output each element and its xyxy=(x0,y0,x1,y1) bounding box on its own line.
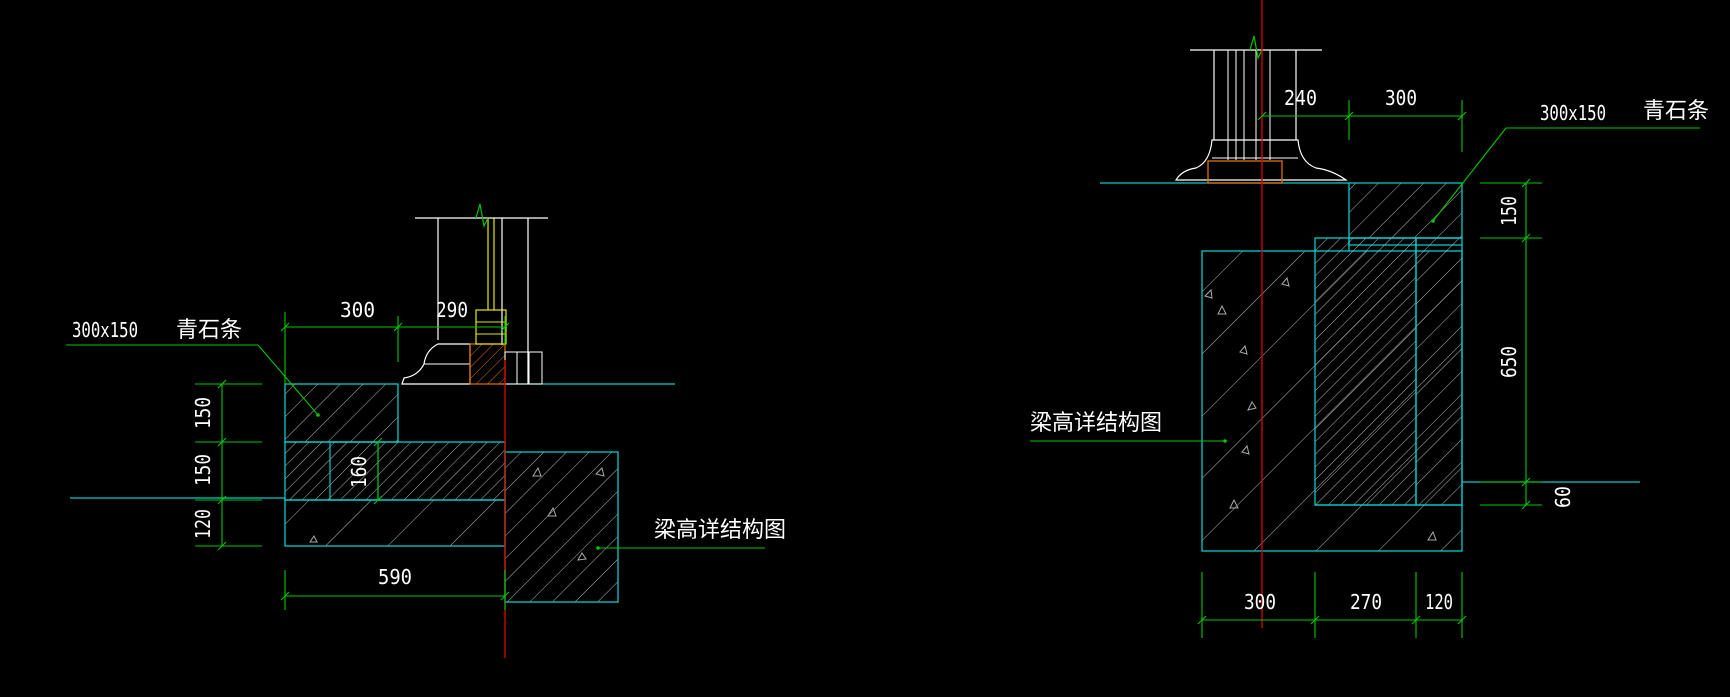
right-label-beam: 梁高详结构图 xyxy=(1030,411,1162,436)
left-dim-120: 120 xyxy=(191,509,215,539)
left-detail: 300 290 150 150 120 160 590 300x150 青石条 … xyxy=(66,203,786,658)
left-stone-block xyxy=(284,383,399,443)
left-beam xyxy=(504,451,619,603)
right-inner-core xyxy=(1314,237,1417,506)
right-dim-120: 120 xyxy=(1425,590,1453,614)
left-bottom-layer xyxy=(284,499,506,547)
left-dim-150-middle: 150 xyxy=(191,454,215,486)
left-dim-590: 590 xyxy=(378,565,412,589)
left-dim-300: 300 xyxy=(340,298,375,322)
right-dim-270: 270 xyxy=(1350,590,1382,614)
right-dim-300: 300 xyxy=(1244,590,1276,614)
right-column-base xyxy=(1174,139,1348,181)
left-dim-160: 160 xyxy=(347,456,371,488)
left-label-beam: 梁高详结构图 xyxy=(654,518,786,543)
left-label-size: 300x150 xyxy=(72,318,138,342)
left-label-stone: 青石条 xyxy=(176,318,242,343)
left-dim-290: 290 xyxy=(436,298,468,322)
right-dim-60: 60 xyxy=(1551,486,1575,508)
left-middle-layer xyxy=(284,441,506,501)
right-stone-cap xyxy=(1348,182,1463,245)
right-dim-300-top: 300 xyxy=(1385,86,1417,110)
right-label-stone: 青石条 xyxy=(1643,99,1709,124)
right-outer-strip xyxy=(1415,237,1463,506)
right-dim-150: 150 xyxy=(1497,196,1521,226)
right-dim-240: 240 xyxy=(1284,86,1317,110)
left-dim-150-top: 150 xyxy=(191,397,215,429)
right-detail: 240 300 150 650 60 300 270 120 300x150 青… xyxy=(1030,0,1709,638)
right-dim-650: 650 xyxy=(1497,346,1521,378)
right-label-size: 300x150 xyxy=(1540,101,1606,125)
